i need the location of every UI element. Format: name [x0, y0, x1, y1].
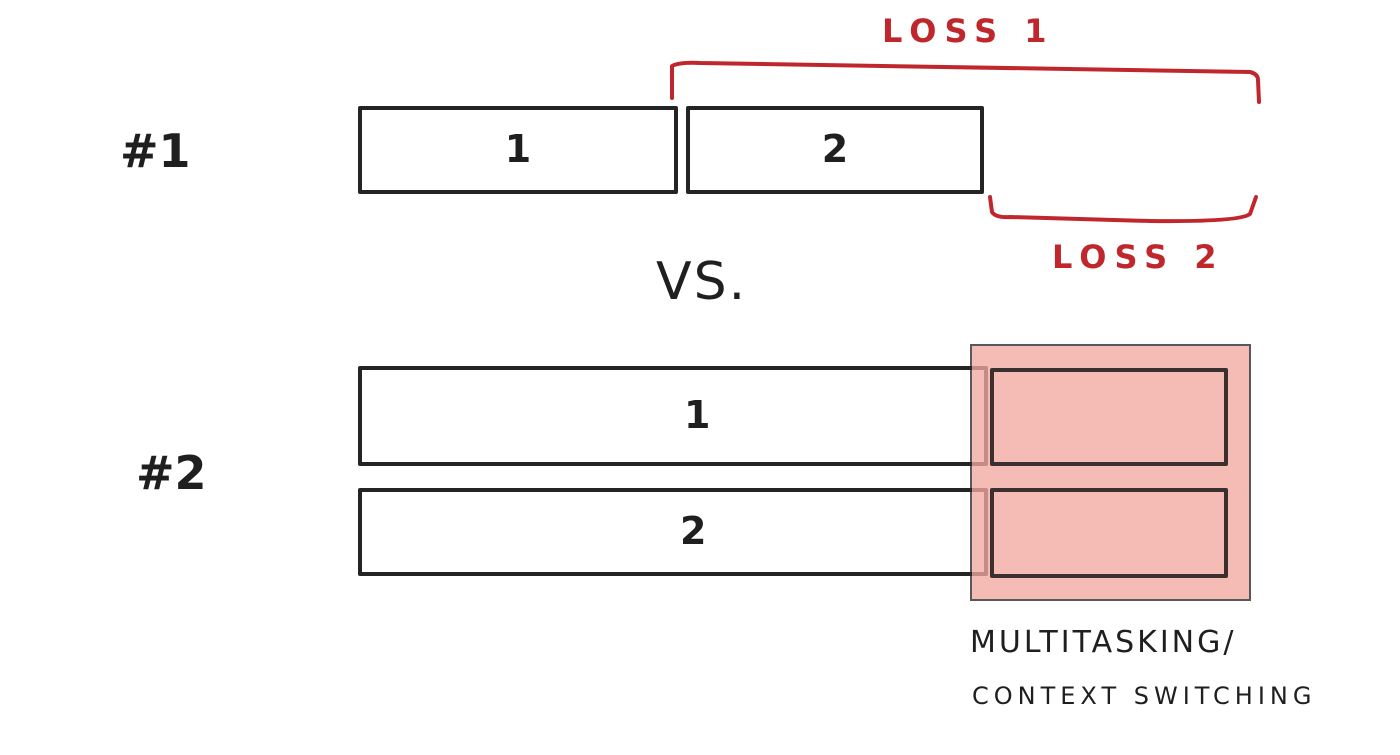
scenario-2-task-1-label: 1	[684, 393, 711, 438]
overhead-box-task-1	[990, 368, 1228, 466]
loss-2-bracket	[988, 195, 1258, 224]
scenario-1-task-2-label: 2	[821, 127, 849, 172]
scenario-1-task-2-box: 2	[686, 106, 984, 194]
overhead-caption-line-2: CONTEXT SWITCHING	[972, 682, 1317, 710]
scenario-1-label: #1	[120, 124, 191, 178]
loss-2-label: LOSS 2	[1052, 238, 1225, 276]
scenario-1-task-1-box: 1	[358, 106, 678, 194]
loss-1-label: LOSS 1	[882, 12, 1055, 50]
overhead-shaded-region	[970, 344, 1251, 601]
scenario-2-task-1-bar: 1	[358, 366, 988, 466]
overhead-box-task-2	[990, 488, 1228, 578]
scenario-1-task-1-label: 1	[504, 127, 532, 172]
scenario-2-label: #2	[136, 446, 207, 500]
overhead-caption-line-1: MULTITASKING/	[970, 625, 1237, 660]
vs-separator: VS.	[656, 252, 748, 312]
scenario-2-task-2-label: 2	[680, 509, 707, 554]
scenario-2-task-2-bar: 2	[358, 488, 988, 576]
loss-1-bracket	[670, 60, 1261, 104]
